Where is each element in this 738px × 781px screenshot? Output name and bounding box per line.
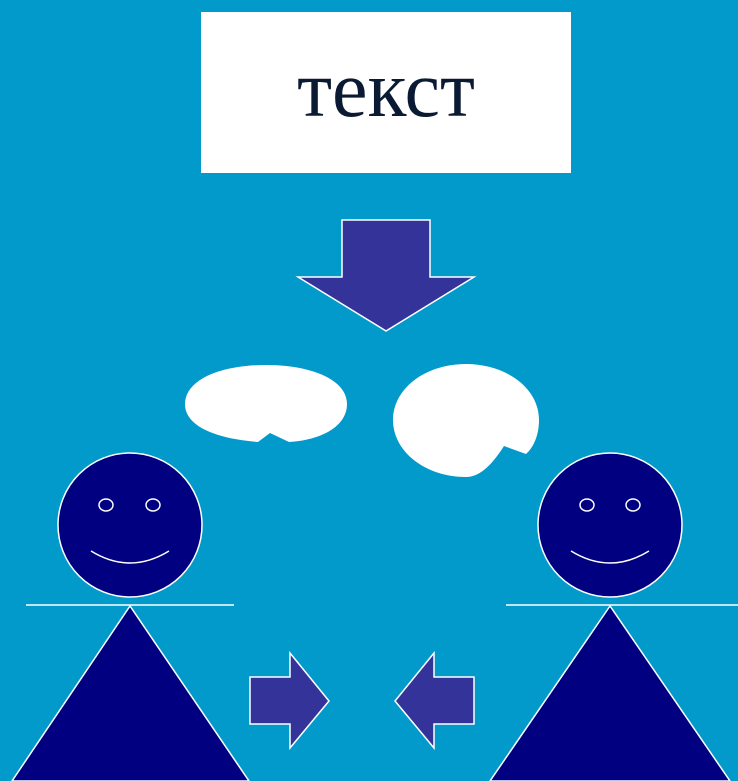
left-eye-icon [579,498,595,512]
left-eye-icon [98,498,114,512]
down-arrow-icon [295,219,477,332]
title-box: текст [201,12,571,173]
smile-icon [90,550,170,564]
right-eye-icon [625,498,641,512]
left-person [11,452,250,781]
smiley-face-icon [57,452,203,598]
left-arrow-icon [394,650,475,751]
speech-bubble-right [393,364,539,477]
right-person [489,452,738,781]
right-eye-icon [145,498,161,512]
smiley-face-icon [537,452,683,598]
speech-bubble-left [185,365,347,442]
smile-icon [570,550,650,564]
triangle-body-icon [489,604,731,781]
right-arrow-icon [249,650,330,751]
title-text: текст [297,45,475,134]
triangle-body-icon [11,604,250,781]
